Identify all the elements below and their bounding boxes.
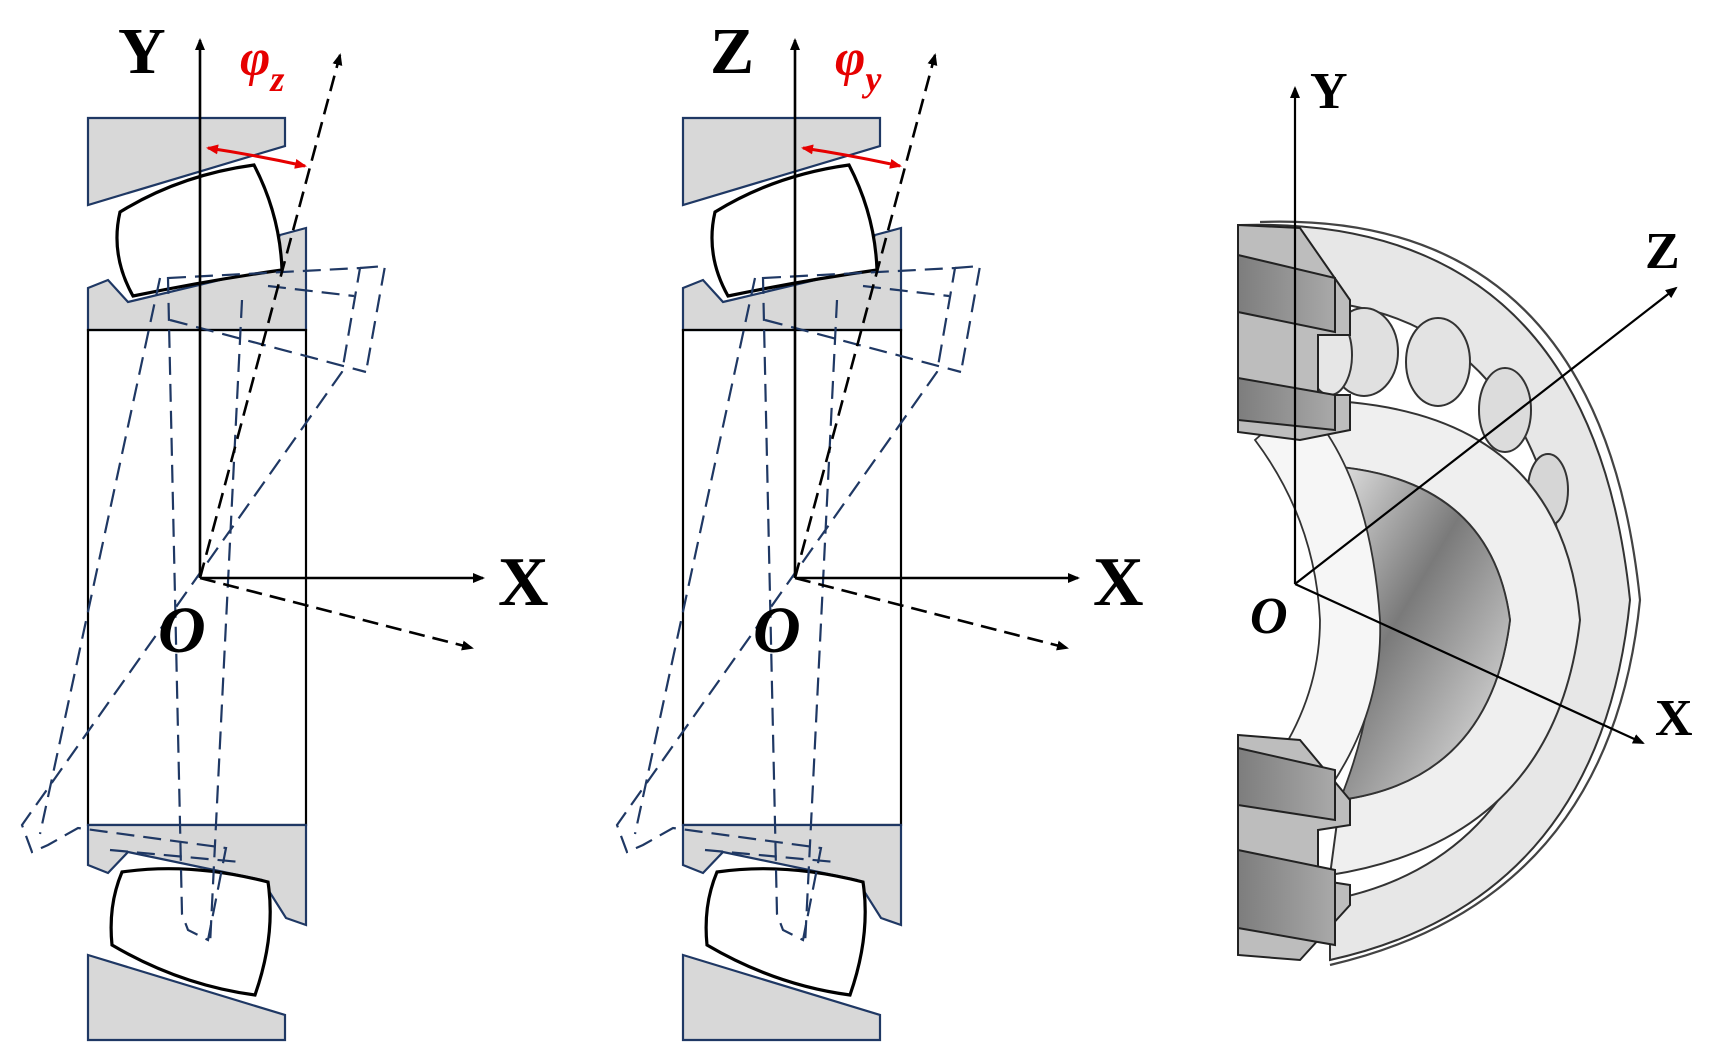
middle-x-label: X — [1093, 544, 1144, 621]
middle-angle-arrow — [801, 144, 902, 169]
left-rotated-y-axis — [198, 53, 343, 579]
middle-panel: Z X O φy — [615, 15, 1144, 1042]
bearing-outer-ring — [1237, 223, 1632, 962]
roller — [1478, 367, 1532, 453]
middle-rotated-z-axis — [793, 53, 938, 579]
right-z-axis — [1294, 286, 1678, 585]
left-rotated-x-axis — [199, 576, 474, 651]
left-origin-label: O — [158, 594, 206, 667]
right-z-label: Z — [1645, 223, 1680, 280]
top-cut-face-inner — [1237, 376, 1336, 432]
right-origin-label: O — [1250, 588, 1288, 645]
left-x-label: X — [498, 544, 549, 621]
bottom-cut-face-outer — [1237, 848, 1336, 947]
roller — [1405, 317, 1471, 407]
bottom-cut-face-inner — [1237, 746, 1336, 822]
middle-rotated-x-axis — [794, 576, 1069, 651]
top-cut-face-outer — [1237, 253, 1336, 334]
right-y-label: Y — [1310, 63, 1348, 120]
right-panel: Y Z X O — [1237, 63, 1693, 967]
right-x-label: X — [1655, 690, 1693, 747]
middle-z-label: Z — [710, 15, 754, 88]
left-y-label: Y — [118, 15, 166, 88]
bearing-outer-rim — [1259, 220, 1642, 967]
middle-angle-label: φy — [835, 30, 882, 99]
right-x-axis — [1294, 582, 1645, 745]
left-panel: Y X O φz — [20, 15, 549, 1042]
left-angle-arrow — [206, 144, 307, 169]
middle-origin-label: O — [753, 594, 801, 667]
left-angle-label: φz — [240, 30, 284, 99]
